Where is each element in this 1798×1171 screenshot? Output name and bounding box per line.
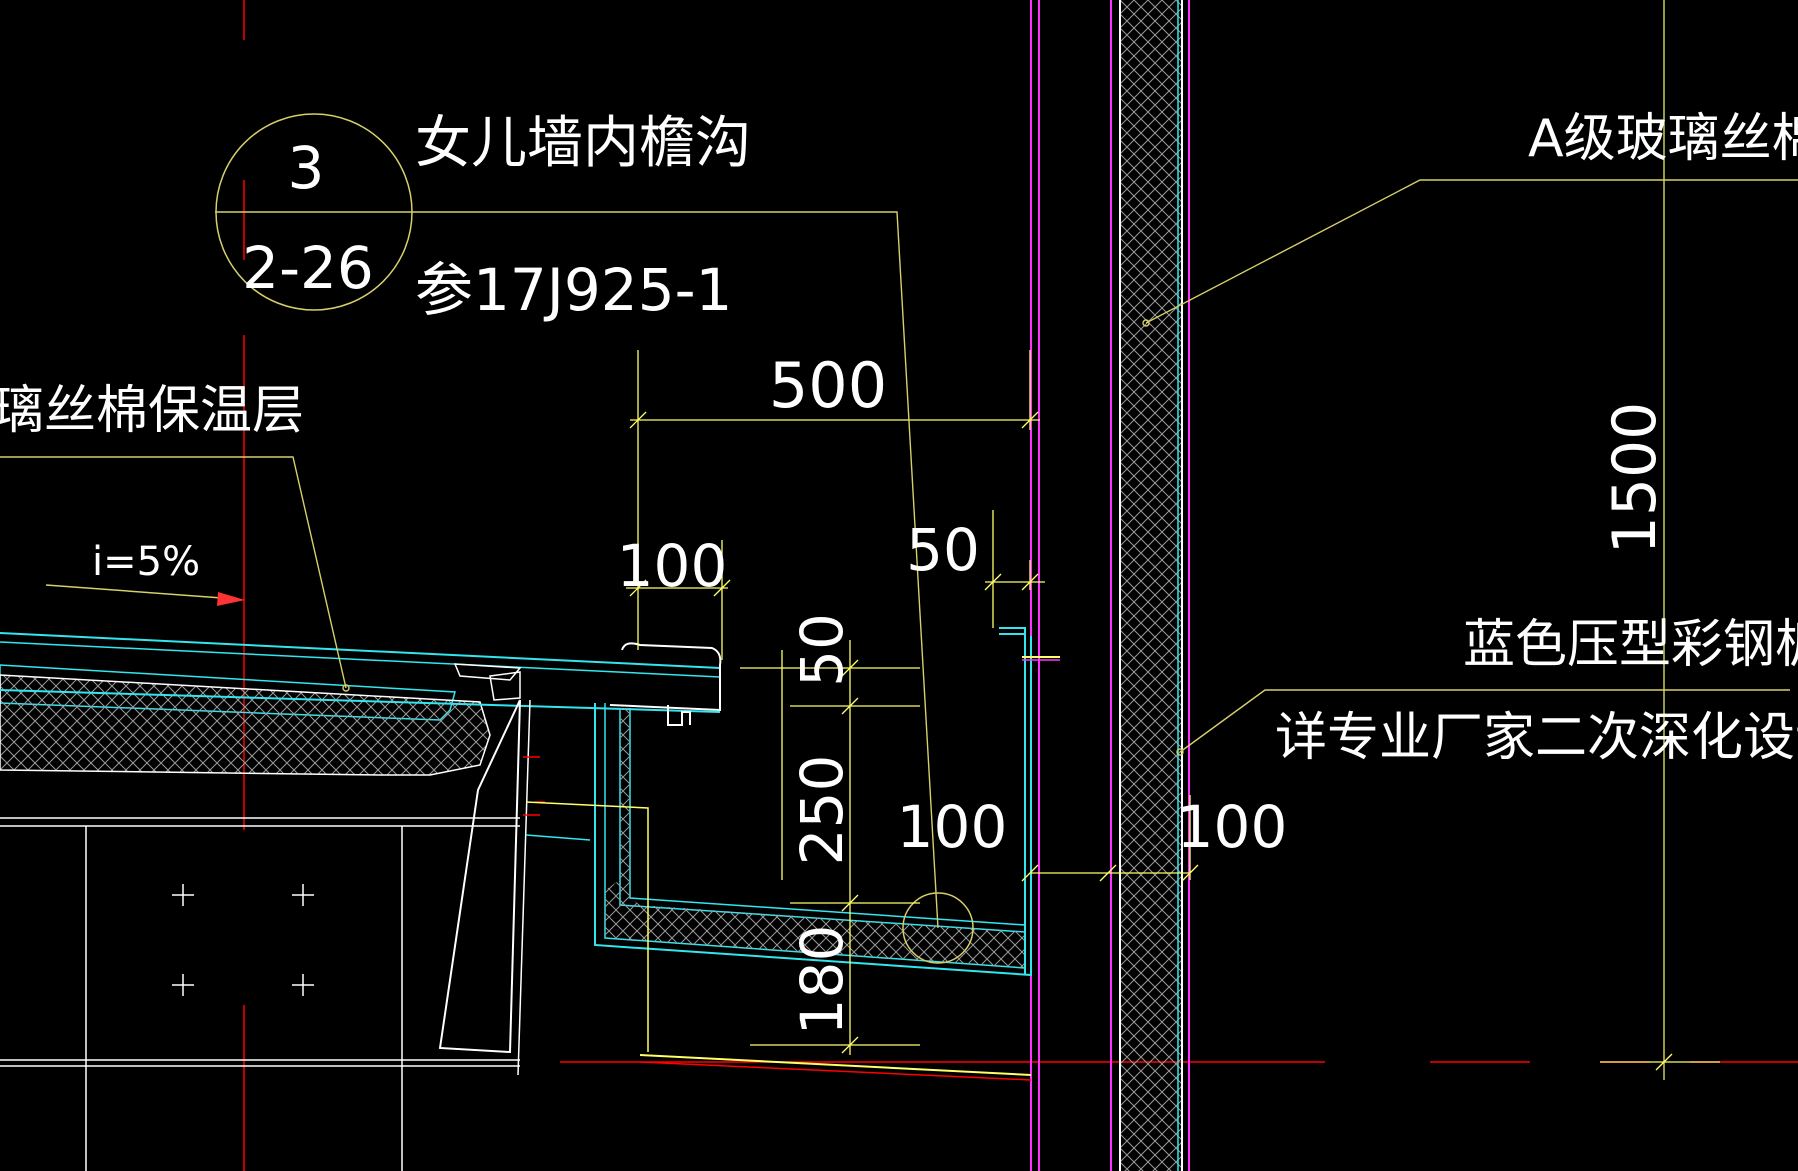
detail-title: 女儿墙内檐沟 [415, 111, 751, 176]
dim-lip-width: 100 [617, 532, 728, 600]
slope-label: i=5% [92, 539, 200, 585]
leader-lines [0, 179, 1798, 929]
detail-marker-sheet: 2-26 [242, 234, 374, 302]
dim-offset-50-horizontal: 50 [906, 516, 980, 584]
inner-gutter [594, 627, 1060, 1081]
dim-offset-50-vertical: 50 [788, 613, 856, 687]
insulation-label-right: A级玻璃丝棉 [1528, 109, 1798, 169]
detail-marker-number: 3 [288, 134, 325, 202]
insulation-label-left: 璃丝棉保温层 [0, 381, 304, 441]
slope-arrow [45, 584, 245, 606]
dim-gap-wall: 100 [1177, 793, 1288, 861]
panel-note: 详专业厂家二次深化设计 [1275, 708, 1798, 768]
dim-gap-inner: 100 [897, 793, 1008, 861]
bolt-marks [172, 884, 314, 996]
dim-gutter-width: 500 [769, 349, 887, 422]
steel-beam [0, 699, 531, 1171]
roof-insulation [0, 632, 721, 776]
dim-gutter-base: 180 [788, 925, 856, 1036]
dim-gutter-depth: 250 [788, 755, 856, 866]
dimension-lines [626, 350, 1720, 1071]
detail-marker: 3 2-26 [215, 113, 413, 311]
wall-insulation-panel [1119, 0, 1183, 1171]
dim-parapet-height: 1500 [1600, 402, 1670, 555]
detail-reference: 参17J925-1 [415, 256, 732, 324]
outlet-symbol [902, 892, 974, 964]
centerlines [243, 0, 1798, 1171]
panel-label: 蓝色压型彩钢板 [1463, 615, 1798, 675]
